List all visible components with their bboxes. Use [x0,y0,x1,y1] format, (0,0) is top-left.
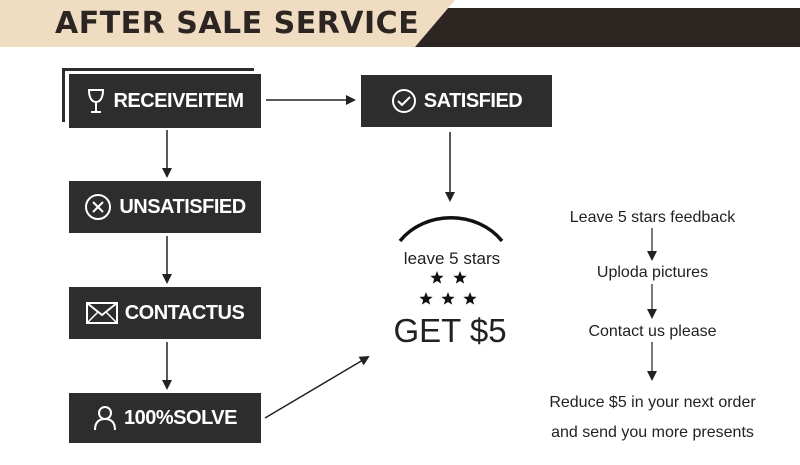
star-rating [419,271,477,305]
contact-us-label: CONTACTUS [124,301,245,324]
step-1-text: Leave 5 stars feedback [569,209,736,226]
step-2-text: Uploda pictures [596,264,709,281]
star-icon [453,271,467,284]
envelope-icon [85,302,118,324]
solve-box: 100%SOLVE [69,393,261,443]
receive-item-box: RECEIVEITEM [69,74,261,128]
step-3-text: Contact us please [588,323,717,340]
reward-arc [398,216,504,243]
star-icon [441,292,455,305]
unsatisfied-label: UNSATISFIED [119,195,246,218]
step-5-text: and send you more presents [551,424,754,441]
star-icon [430,271,444,284]
wine-glass-icon [86,88,106,114]
check-circle-icon [391,88,417,114]
star-icon [463,292,477,305]
arrow-solve-to-reward [264,355,370,419]
unsatisfied-box: UNSATISFIED [69,181,261,233]
star-icon [419,292,433,305]
header-dark-band [415,8,800,47]
person-icon [93,405,117,431]
leave-stars-text: leave 5 stars [403,249,501,268]
header-tan-band [0,0,455,47]
x-circle-icon [84,193,112,221]
step-4-text: Reduce $5 in your next order [549,394,756,411]
get-reward-text: GET $5 [393,312,507,349]
receive-item-label: RECEIVEITEM [113,89,244,112]
solve-label: 100%SOLVE [124,406,237,429]
satisfied-box: SATISFIED [361,75,552,127]
header-banner [0,0,800,47]
satisfied-label: SATISFIED [423,89,523,112]
contact-us-box: CONTACTUS [69,287,261,339]
page-title: AFTER SALE SERVICE [55,6,420,41]
